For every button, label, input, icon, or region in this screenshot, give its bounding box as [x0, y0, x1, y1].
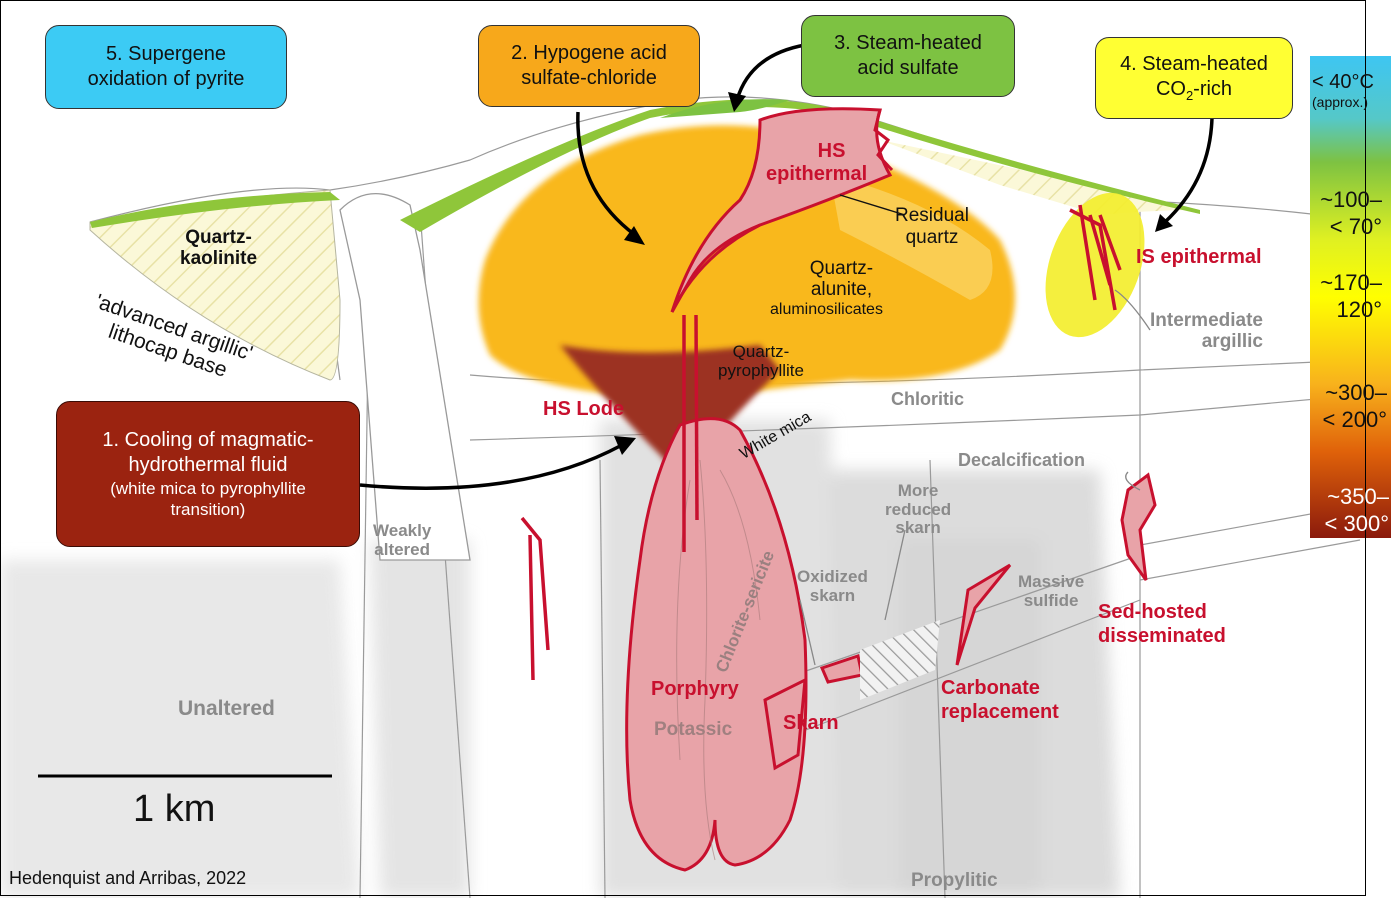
label-weakly-altered: Weakly altered	[373, 522, 431, 559]
box-steam-acid-line1: 3. Steam-heated	[834, 31, 982, 56]
box-steam-heated-co2: 4. Steam-heated CO2-rich	[1095, 37, 1293, 119]
label-carbonate-2: replacement	[941, 700, 1059, 724]
label-alunite-1: Quartz-	[800, 258, 883, 279]
label-chloritic: Chloritic	[891, 389, 964, 410]
box-cooling-line4: transition)	[171, 499, 246, 520]
box-cooling-magmatic: 1. Cooling of magmatic- hydrothermal flu…	[56, 401, 360, 547]
label-weakly-1: Weakly	[373, 522, 431, 541]
label-reduced-1: More	[885, 482, 951, 501]
label-porphyry: Porphyry	[651, 678, 739, 701]
label-hs-epithermal: HS epithermal	[796, 140, 867, 186]
label-int-arg-2: argillic	[1150, 332, 1263, 353]
label-hs-lode: HS Lode	[543, 398, 624, 421]
temp-label-5: ~350– < 300°	[1312, 484, 1389, 538]
label-quartz-pyrophyllite: Quartz- pyrophyllite	[718, 343, 804, 380]
box-supergene: 5. Supergene oxidation of pyrite	[45, 25, 287, 109]
box-supergene-line1: 5. Supergene	[106, 42, 226, 67]
label-massive-2: sulfide	[1018, 592, 1084, 611]
label-propylitic: Propylitic	[911, 870, 998, 892]
temp-3-line2: 120°	[1312, 297, 1382, 324]
temp-label-2: ~100– < 70°	[1312, 187, 1382, 241]
label-int-arg-1: Intermediate	[1150, 311, 1263, 332]
label-residual-2: quartz	[895, 227, 969, 249]
label-oxidized-skarn: Oxidized skarn	[797, 568, 868, 605]
temp-1-line2: (approx.)	[1312, 94, 1391, 111]
box-supergene-line2: oxidation of pyrite	[88, 67, 245, 92]
box-hypogene-acid: 2. Hypogene acid sulfate-chloride	[478, 25, 700, 107]
co2-text: CO	[1156, 78, 1186, 100]
label-hs-1: HS	[796, 140, 867, 163]
label-residual-1: Residual	[895, 205, 969, 227]
label-quartz-alunite: Quartz- alunite, aluminosilicates	[770, 258, 883, 318]
temp-label-1: < 40°C (approx.)	[1312, 70, 1391, 111]
label-potassic: Potassic	[654, 719, 732, 741]
label-alunite-3: aluminosilicates	[770, 301, 883, 319]
label-decalcification: Decalcification	[958, 450, 1085, 471]
label-pyro-2: pyrophyllite	[718, 362, 804, 381]
label-carbonate-replacement: Carbonate replacement	[941, 676, 1059, 724]
label-unaltered: Unaltered	[178, 697, 275, 721]
label-quartz-kaolinite: Quartz- kaolinite	[180, 228, 257, 270]
label-residual-quartz: Residual quartz	[895, 205, 969, 249]
temp-4-line2: < 200°	[1312, 407, 1387, 434]
temp-2-line2: < 70°	[1312, 214, 1382, 241]
temp-5-line2: < 300°	[1312, 511, 1389, 538]
box-hypogene-line1: 2. Hypogene acid	[511, 41, 667, 66]
label-pyro-1: Quartz-	[718, 343, 804, 362]
box-steam-acid-line2: acid sulfate	[857, 56, 958, 81]
temp-4-line1: ~300–	[1312, 380, 1387, 407]
box-co2-line1: 4. Steam-heated	[1120, 52, 1268, 77]
label-sed-1: Sed-hosted	[1098, 600, 1226, 624]
box-hypogene-line2: sulfate-chloride	[521, 66, 657, 91]
label-alunite-2: alunite,	[800, 279, 883, 300]
co2-suffix: -rich	[1193, 78, 1232, 100]
box-steam-heated-acid: 3. Steam-heated acid sulfate	[801, 15, 1015, 97]
box-cooling-line2: hydrothermal fluid	[129, 453, 288, 478]
label-massive-sulfide: Massive sulfide	[1018, 573, 1084, 610]
box-cooling-line3: (white mica to pyrophyllite	[110, 478, 306, 499]
label-is-epithermal: IS epithermal	[1136, 246, 1262, 269]
label-carbonate-1: Carbonate	[941, 676, 1059, 700]
label-intermediate-argillic: Intermediate argillic	[1150, 311, 1263, 353]
label-oxidized-1: Oxidized	[797, 568, 868, 587]
box-cooling-line1: 1. Cooling of magmatic-	[102, 428, 313, 453]
temp-2-line1: ~100–	[1312, 187, 1382, 214]
label-sed-hosted: Sed-hosted disseminated	[1098, 600, 1226, 648]
box-co2-line2: CO2-rich	[1156, 77, 1232, 104]
label-skarn: Skarn	[783, 712, 839, 735]
label-quartz-kaolinite-2: kaolinite	[180, 249, 257, 270]
temp-5-line1: ~350–	[1312, 484, 1389, 511]
label-quartz-kaolinite-1: Quartz-	[180, 228, 257, 249]
label-hs-2: epithermal	[766, 163, 867, 186]
scale-bar-label: 1 km	[133, 788, 215, 831]
temp-3-line1: ~170–	[1312, 270, 1382, 297]
label-reduced-3: skarn	[885, 519, 951, 538]
temp-label-3: ~170– 120°	[1312, 270, 1382, 324]
temp-1-line1: < 40°C	[1312, 70, 1391, 94]
label-massive-1: Massive	[1018, 573, 1084, 592]
label-more-reduced-skarn: More reduced skarn	[885, 482, 951, 538]
label-reduced-2: reduced	[885, 501, 951, 520]
label-weakly-2: altered	[373, 541, 431, 560]
label-oxidized-2: skarn	[797, 587, 868, 606]
label-sed-2: disseminated	[1098, 624, 1226, 648]
credit-text: Hedenquist and Arribas, 2022	[9, 868, 246, 889]
temp-label-4: ~300– < 200°	[1312, 380, 1387, 434]
